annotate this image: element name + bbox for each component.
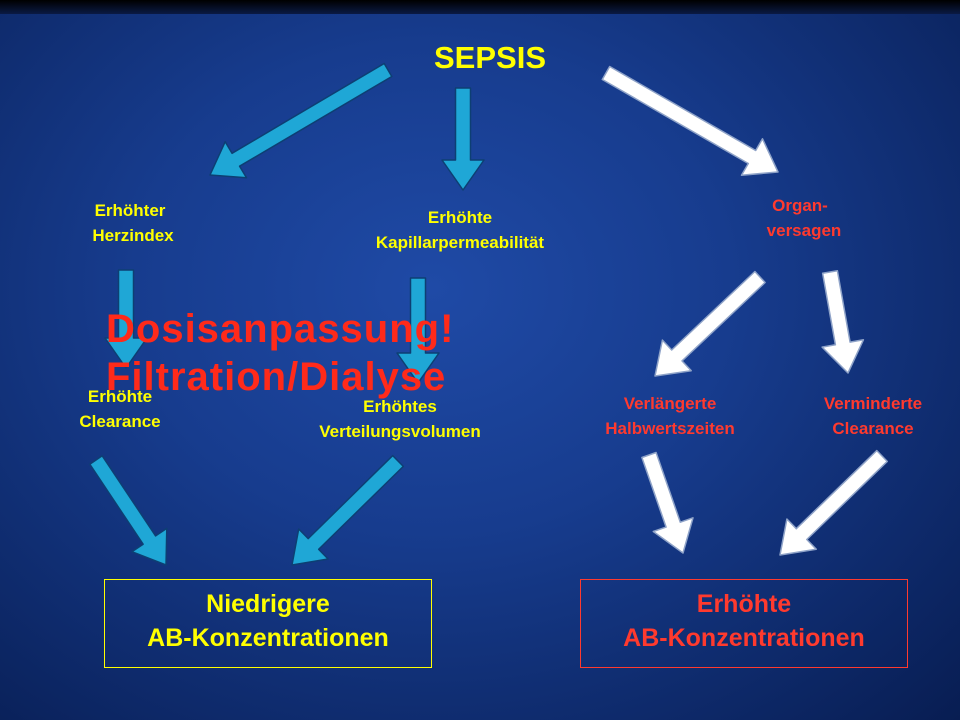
node-line: Clearance <box>79 411 161 431</box>
node-line: Clearance <box>832 418 914 438</box>
result-erhoehte-konzentrationen: Erhöhte AB-Konzentrationen <box>580 579 908 668</box>
node-line: Verminderte <box>823 394 923 413</box>
node-halbwertszeiten: Verlängerte Halbwertszeiten <box>570 392 770 441</box>
node-line: Halbwertszeiten <box>605 418 735 438</box>
arrow-herzindex-to-clearance <box>104 269 148 369</box>
arrow-clearance-to-lower <box>89 455 168 566</box>
arrow-clearance-to-higher <box>779 449 888 556</box>
arrow-sepsis-to-herzindex <box>209 62 393 179</box>
overlay-line: Filtration/Dialyse <box>106 355 447 399</box>
result-niedrigere-konzentrationen: Niedrigere AB-Konzentrationen <box>104 579 432 668</box>
node-line: Erhöhte <box>87 387 153 406</box>
node-line: Erhöhte <box>427 208 493 227</box>
node-line: Erhöhtes <box>363 397 437 416</box>
arrow-volumen-to-lower <box>291 454 405 566</box>
arrow-kapillar-to-volumen <box>396 277 440 384</box>
node-line: Verteilungsvolumen <box>319 421 481 441</box>
node-verteilungsvolumen: Erhöhtes Verteilungsvolumen <box>270 395 530 444</box>
overlay-line: Dosisanpassung! <box>106 307 455 351</box>
overlay-dosisanpassung: Dosisanpassung! Filtration/Dialyse <box>106 305 454 401</box>
arrow-halbwert-to-higher <box>641 451 694 554</box>
node-erhoehte-clearance: Erhöhte Clearance <box>40 385 200 434</box>
node-line: Erhöhter <box>94 201 166 220</box>
result-line: AB-Konzentrationen <box>623 623 865 652</box>
node-organversagen: Organ- versagen <box>730 194 870 243</box>
node-verminderte-clearance: Verminderte Clearance <box>798 392 948 441</box>
result-line: Niedrigere <box>206 590 330 618</box>
node-line: Verlängerte <box>623 394 717 413</box>
node-line: Organ- <box>772 196 828 215</box>
node-erhoehter-herzindex: Erhöhter Herzindex <box>50 199 210 248</box>
arrow-sepsis-to-kapillar <box>441 87 485 191</box>
title-sepsis: SEPSIS <box>434 40 546 75</box>
arrow-sepsis-to-organ <box>601 65 779 176</box>
top-band <box>0 0 960 14</box>
node-line: Kapillarpermeabilität <box>375 232 545 252</box>
result-line: AB-Konzentrationen <box>147 623 389 652</box>
arrow-organ-to-halbwert <box>654 270 766 377</box>
result-line: Erhöhte <box>696 590 792 618</box>
node-kapillarpermeabilitaet: Erhöhte Kapillarpermeabilität <box>320 206 600 255</box>
arrow-organ-to-clearance <box>821 269 865 374</box>
node-line: versagen <box>766 220 842 240</box>
node-line: Herzindex <box>92 225 174 245</box>
